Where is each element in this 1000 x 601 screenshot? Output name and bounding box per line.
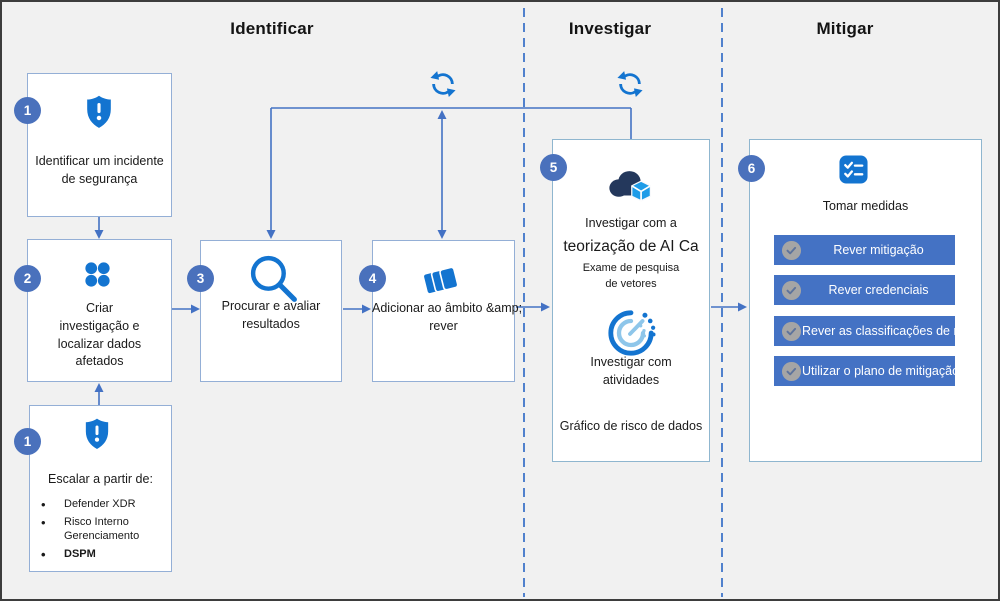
lane-header-investigar: Investigar (568, 19, 652, 38)
action-button[interactable]: Rever mitigação (774, 235, 955, 265)
step-number-badge: 2 (14, 265, 41, 292)
list-item: Risco Interno Gerenciamento (38, 514, 166, 544)
list-item: DSPM (38, 546, 166, 563)
lane-header-identificar: Identificar (230, 19, 314, 38)
list-item: Defender XDR (38, 496, 166, 513)
escalate-list: Defender XDR Risco Interno Gerenciamento… (38, 496, 166, 564)
step-label: Criar investigação e localizar dados afe… (57, 301, 142, 369)
action-button-label: Utilizar o plano de mitigação (802, 364, 960, 378)
step-number-badge: 3 (187, 265, 214, 292)
action-button-label: Rever credenciais (828, 283, 929, 297)
action-button[interactable]: Utilizar o plano de mitigação (774, 356, 959, 386)
action-button-label: Rever mitigação (833, 243, 924, 257)
step-label: Investigar com atividades (590, 355, 672, 387)
step-label: teorização de AI Ca (563, 238, 699, 255)
step-box-4 (372, 240, 515, 382)
checklist-icon (839, 155, 868, 184)
layers-icon (422, 266, 459, 295)
check-circle-icon (781, 280, 802, 300)
step-box-2 (27, 239, 172, 382)
check-circle-icon (781, 321, 802, 341)
step-number-badge: 1 (14, 428, 41, 455)
step-label: Adicionar ao âmbito &amp; rever (372, 301, 523, 333)
cloud-cube-icon (609, 171, 652, 202)
shield-alert-icon (87, 95, 111, 128)
action-button[interactable]: Rever as classificações de risco (774, 316, 980, 346)
step-box-3 (200, 240, 342, 382)
check-circle-icon (781, 240, 802, 260)
sync-icon (617, 71, 643, 97)
step-sublabel: Exame de pesquisa de vetores (582, 262, 680, 290)
step-number-badge: 4 (359, 265, 386, 292)
action-button-label: Rever as classificações de risco (802, 324, 980, 338)
step-label: Gráfico de risco de dados (559, 419, 703, 433)
step-number-badge: 6 (738, 155, 765, 182)
check-circle-icon (781, 361, 802, 381)
grid-dots-icon (85, 262, 110, 287)
shield-alert-icon (85, 418, 109, 449)
step-title: Tomar medidas (822, 199, 909, 213)
step-label: Procurar e avaliar resultados (221, 299, 321, 331)
step-number-badge: 5 (540, 154, 567, 181)
step-number-badge: 1 (14, 97, 41, 124)
sync-icon (430, 71, 456, 97)
gauge-activity-icon (608, 310, 656, 356)
step-label: Identificar um incidente de segurança (35, 154, 164, 186)
escalate-title: Escalar a partir de: (48, 472, 153, 486)
search-icon (250, 255, 297, 302)
action-button[interactable]: Rever credenciais (774, 275, 955, 305)
lane-header-mitigar: Mitigar (816, 19, 874, 38)
step-label: Investigar com a (585, 216, 677, 230)
